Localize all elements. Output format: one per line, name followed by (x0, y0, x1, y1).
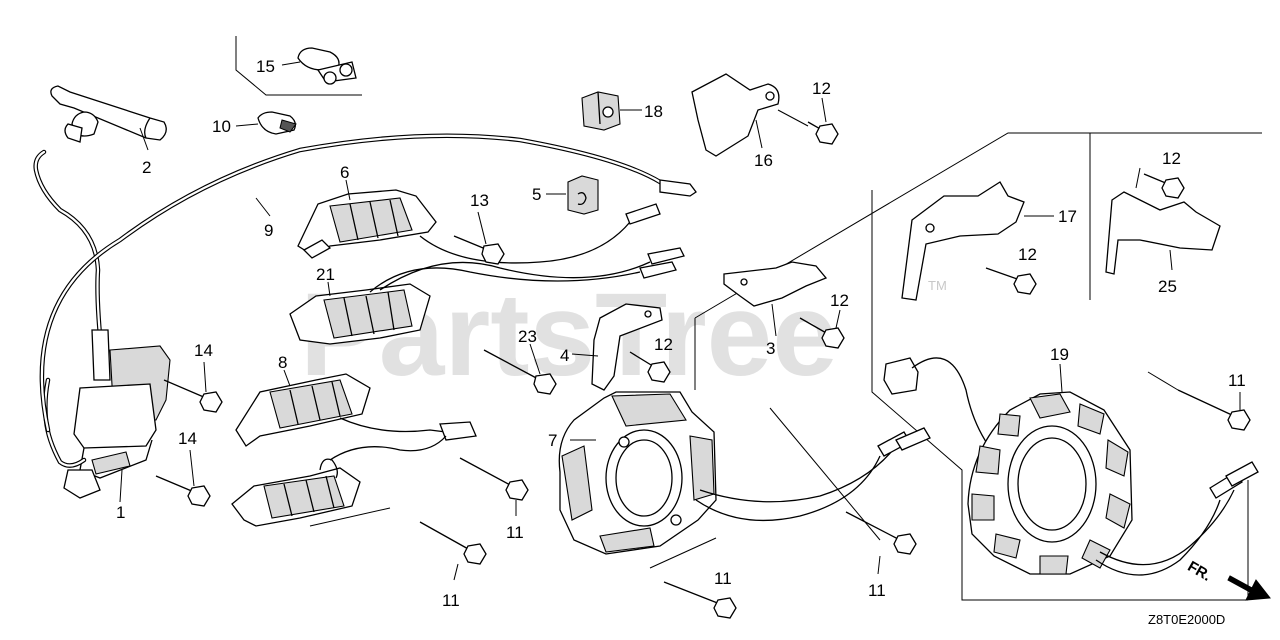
bolt-12-right[interactable] (985, 267, 1037, 295)
label-part-9: 9 (264, 221, 273, 240)
label-part-19: 19 (1050, 345, 1069, 364)
bolt-11-far-right[interactable] (1147, 371, 1251, 431)
label-part-12-right: 12 (1018, 245, 1037, 264)
label-part-6: 6 (340, 163, 349, 182)
part-18-grommet[interactable] (581, 91, 642, 131)
part-2-plug-cap[interactable] (50, 85, 167, 151)
label-part-14-upper: 14 (194, 341, 213, 360)
label-part-7: 7 (548, 431, 557, 450)
label-part-11-bottom-center: 11 (714, 569, 732, 588)
part-coil-lower[interactable] (231, 435, 447, 527)
label-part-15: 15 (256, 57, 275, 76)
part-7-stator[interactable] (558, 391, 931, 569)
bolt-12-mid-right[interactable] (799, 309, 845, 349)
front-direction-label: FR. (1185, 558, 1214, 585)
frame-lines (235, 36, 1262, 601)
bolt-14-lower[interactable] (155, 449, 211, 507)
label-part-8: 8 (278, 353, 287, 372)
part-9-wire[interactable] (39, 133, 697, 433)
label-part-11-far-right: 11 (1228, 371, 1246, 390)
part-19-stator[interactable] (883, 357, 1259, 576)
label-part-12-far-right: 12 (1162, 149, 1181, 168)
watermark-tm: TM (928, 278, 947, 293)
part-5-grommet[interactable] (546, 175, 599, 215)
diagram-code: Z8T0E2000D (1148, 612, 1225, 627)
front-arrow-icon (1227, 575, 1271, 601)
label-part-16: 16 (754, 151, 773, 170)
bolt-11-bottom-center[interactable] (663, 581, 737, 619)
part-4-bracket[interactable] (571, 303, 663, 391)
part-16-bracket[interactable] (691, 73, 809, 157)
label-part-12-mid-left: 12 (654, 335, 673, 354)
label-part-11-center: 11 (506, 523, 524, 542)
bolt-11-right[interactable] (769, 407, 917, 575)
label-part-14-lower: 14 (178, 429, 197, 448)
label-part-25: 25 (1158, 277, 1177, 296)
label-part-11-right: 11 (868, 581, 886, 600)
label-part-12-top: 12 (812, 79, 831, 98)
part-15-clamp[interactable] (281, 47, 357, 85)
label-part-5: 5 (532, 185, 541, 204)
label-part-1: 1 (116, 503, 125, 522)
part-17-bracket[interactable] (901, 181, 1054, 301)
part-25-bracket[interactable] (1105, 167, 1221, 275)
part-6-coil[interactable] (297, 179, 661, 264)
bolt-13[interactable] (453, 211, 505, 265)
front-direction-indicator: FR. (1185, 558, 1271, 601)
label-part-23: 23 (518, 327, 537, 346)
bolt-23[interactable] (483, 343, 557, 395)
part-21-coil[interactable] (289, 247, 685, 345)
bolt-14-upper[interactable] (163, 361, 223, 413)
label-part-11-lower-left: 11 (442, 591, 460, 610)
label-part-12-mid-right: 12 (830, 291, 849, 310)
bolt-12-far-right[interactable] (1143, 173, 1185, 199)
label-part-18: 18 (644, 102, 663, 121)
part-10-clip[interactable] (235, 111, 297, 135)
part-3-bracket[interactable] (723, 261, 828, 337)
label-part-13: 13 (470, 191, 489, 210)
bolt-12-top[interactable] (807, 97, 839, 145)
label-part-21: 21 (316, 265, 335, 284)
label-part-3: 3 (766, 339, 775, 358)
part-8-coil[interactable] (235, 369, 477, 447)
label-part-17: 17 (1058, 207, 1077, 226)
label-part-4: 4 (560, 346, 569, 365)
bolt-12-mid-left[interactable] (629, 351, 671, 383)
label-part-2: 2 (142, 158, 151, 177)
bolt-11-center[interactable] (459, 457, 529, 516)
part-1-ignition-coil[interactable] (33, 149, 171, 503)
label-part-10: 10 (212, 117, 231, 136)
bolt-11-lower-left[interactable] (419, 521, 487, 581)
